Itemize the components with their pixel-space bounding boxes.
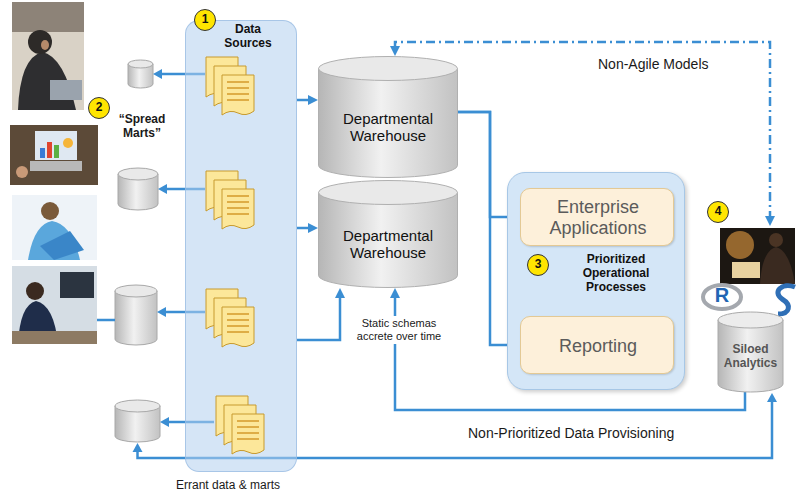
analytics-store: Siloed Analytics <box>700 226 795 392</box>
flow-label: Non-Prioritized Data Provisioning <box>468 425 674 442</box>
arrow-head <box>765 216 775 226</box>
arrow-head <box>390 288 400 298</box>
node-text: Siloed Analytics <box>718 343 783 371</box>
connector <box>297 95 318 105</box>
process-box: Enterprise Applications <box>520 188 674 246</box>
group-label: “Spread Marts” <box>110 112 174 141</box>
node-text: Enterprise Applications <box>527 197 669 238</box>
note-label: Errant data & marts <box>176 478 280 492</box>
arrow-head <box>308 223 318 233</box>
source-band: Data Sources <box>185 20 297 472</box>
person-photo <box>12 195 97 260</box>
connector-line <box>458 112 514 345</box>
callout-number: 3 <box>527 254 549 276</box>
node-text: Prioritized Operational Processes <box>552 253 680 294</box>
node-text: Data Sources <box>220 23 276 51</box>
connector-line <box>458 112 514 217</box>
logo-letter: R <box>713 285 731 305</box>
document-stack <box>186 21 298 473</box>
node-text: Departmental Warehouse <box>326 110 450 145</box>
callout-number: 2 <box>88 97 110 119</box>
warehouse-cylinder: Departmental Warehouse <box>318 180 458 288</box>
connector <box>297 288 345 340</box>
edge-label: Non-Agile Models <box>598 56 709 72</box>
arrow-head <box>308 95 318 105</box>
node-text: Departmental Warehouse <box>326 227 450 262</box>
process-box: Reporting <box>520 316 674 374</box>
callout-number: 4 <box>707 201 729 223</box>
tool-logo <box>703 285 795 314</box>
person-photo <box>12 2 84 110</box>
arrow-head <box>335 288 345 298</box>
node-text: Reporting <box>527 336 669 357</box>
callout-number: 1 <box>194 9 216 31</box>
person-photo <box>12 266 97 344</box>
person-photo <box>10 125 98 185</box>
process-group: Prioritized Operational Processes Enterpr… <box>507 172 685 390</box>
arrow-head <box>390 46 400 56</box>
warehouse-cylinder: Departmental Warehouse <box>318 56 458 178</box>
note-label: Static schemas accrete over time <box>343 316 455 344</box>
connector <box>297 223 318 233</box>
analyst-photo <box>720 228 795 284</box>
connector-line <box>297 294 340 340</box>
